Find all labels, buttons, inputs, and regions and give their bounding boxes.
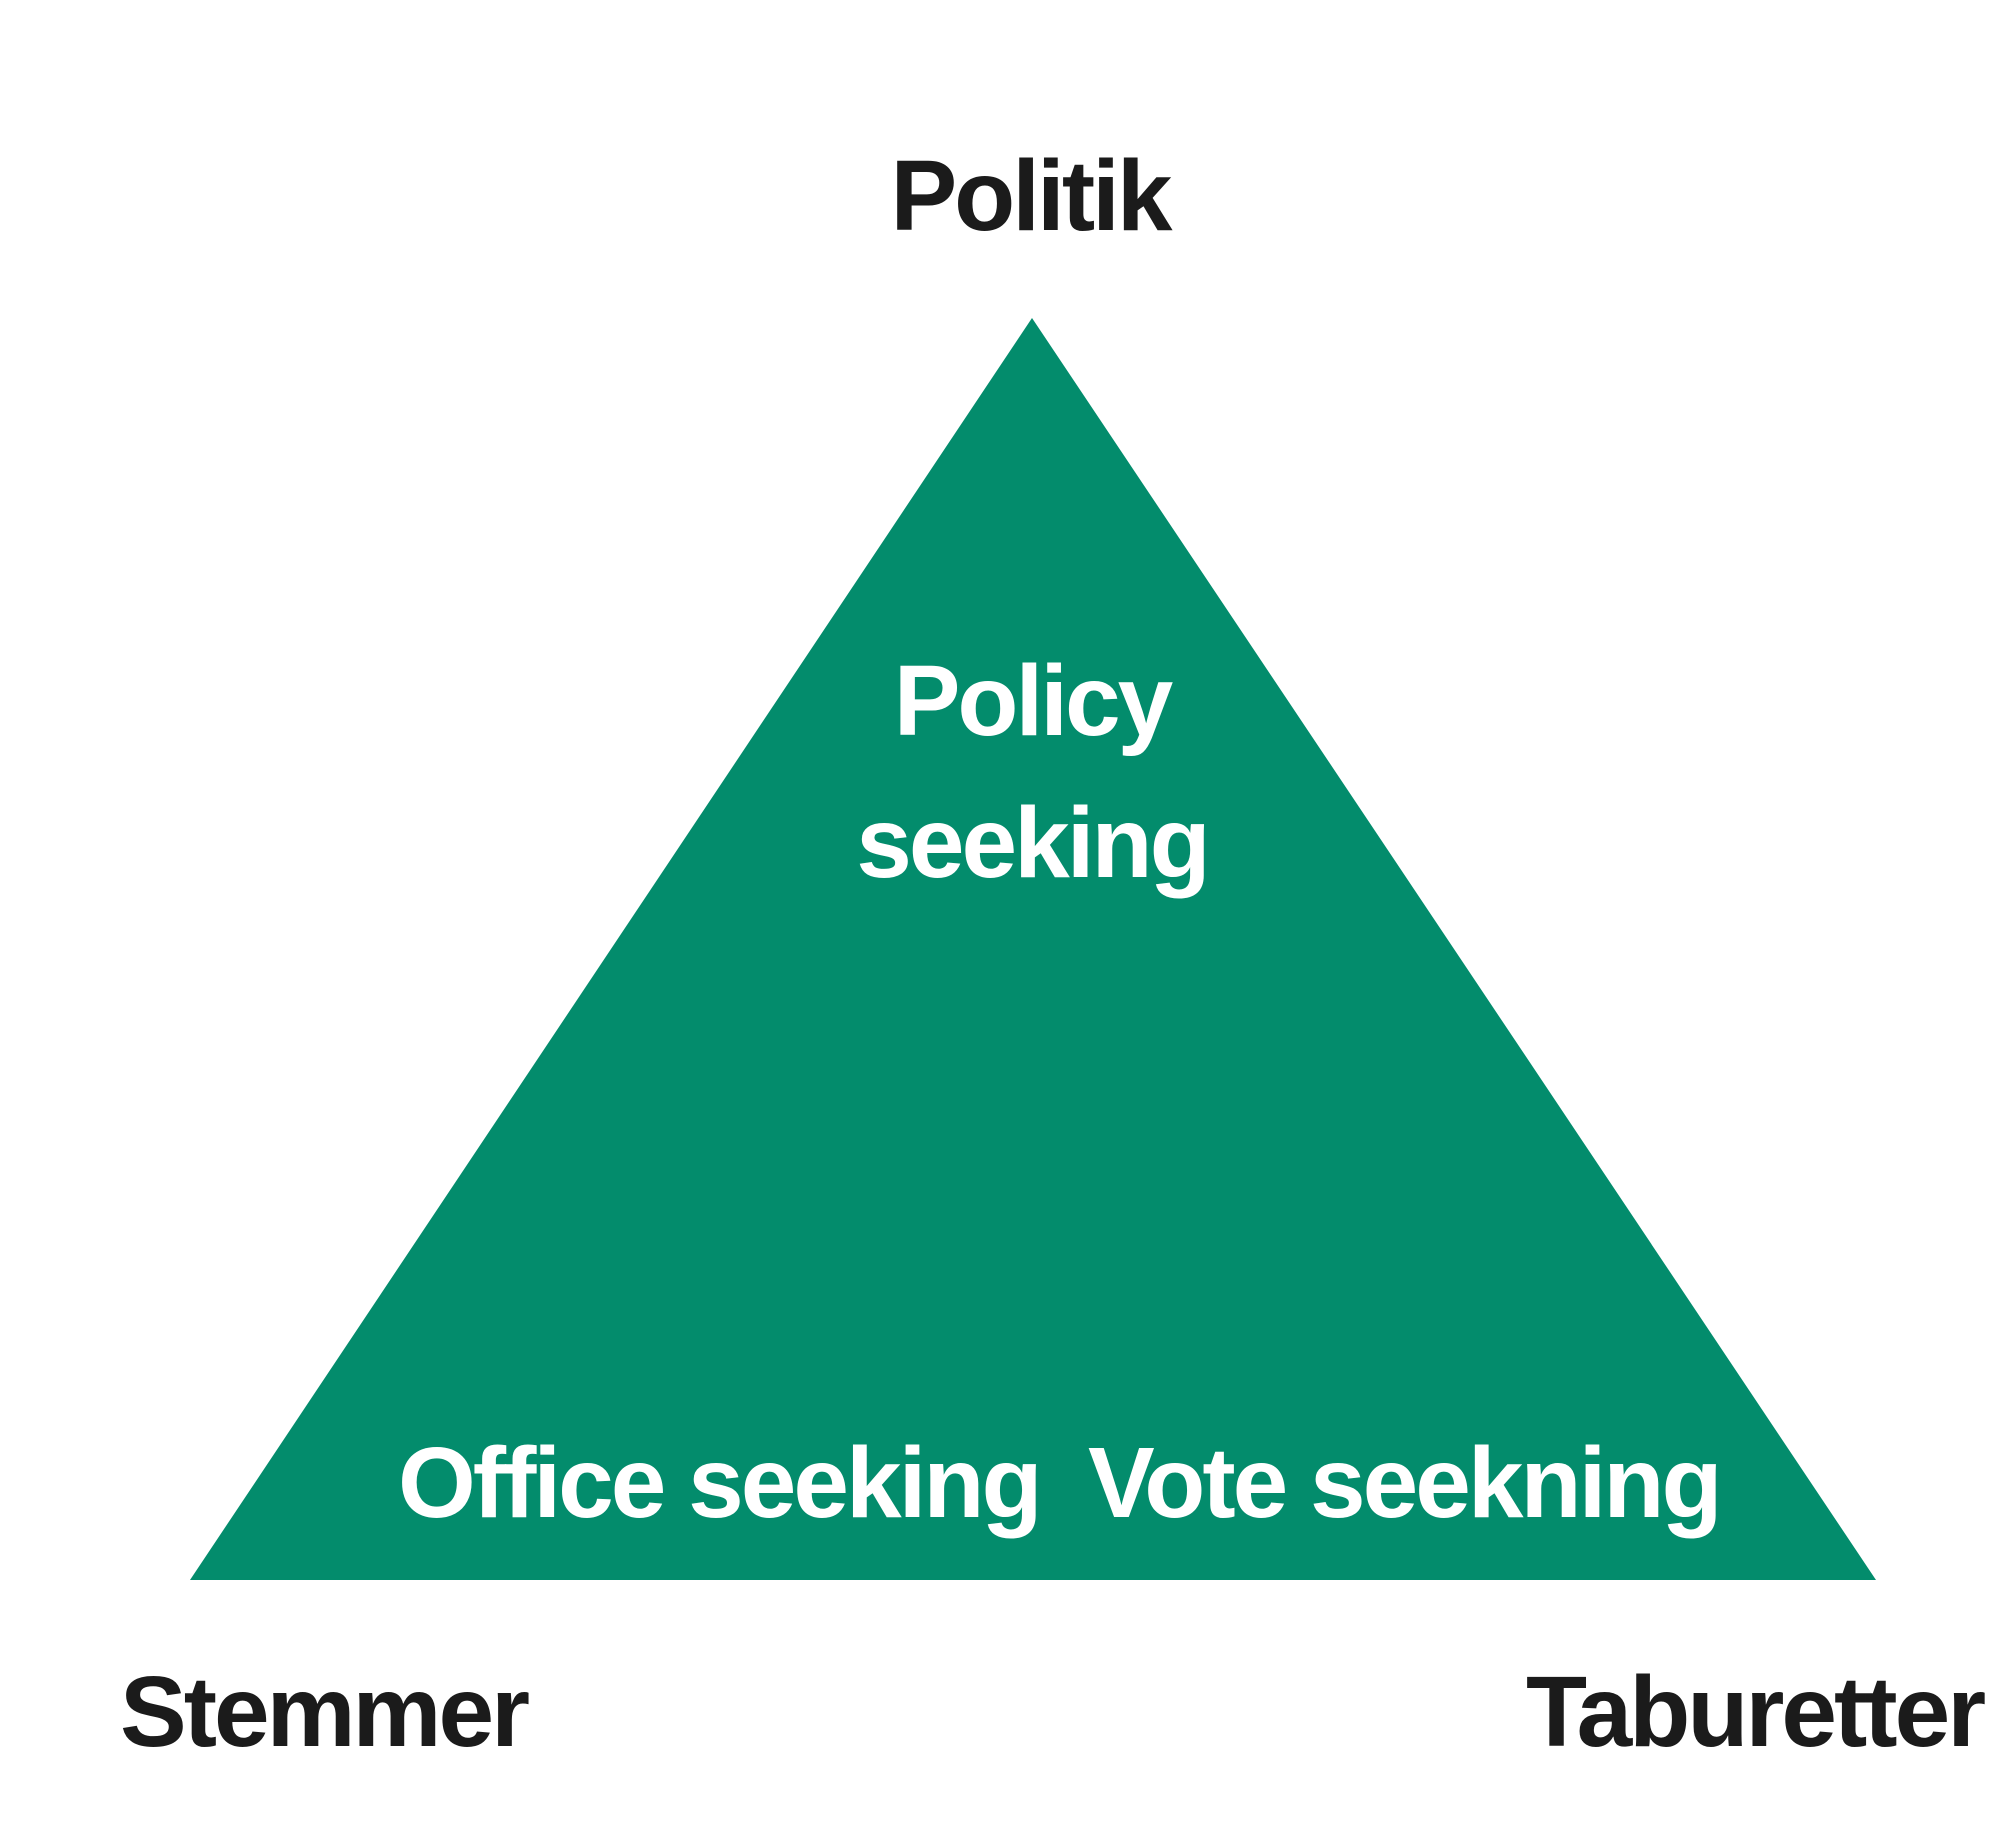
policy-seeking-label-line1: Policy bbox=[893, 645, 1174, 757]
policy-seeking-label-line2: seeking bbox=[856, 787, 1210, 899]
office-seeking-label: Office seeking bbox=[398, 1427, 1043, 1539]
vote-seeking-label: Vote seekning bbox=[1088, 1427, 1723, 1539]
vertex-label-bottom-right: Taburetter bbox=[1526, 1656, 1986, 1768]
vertex-label-top: Politik bbox=[890, 140, 1172, 252]
vertex-label-bottom-left: Stemmer bbox=[120, 1656, 530, 1768]
